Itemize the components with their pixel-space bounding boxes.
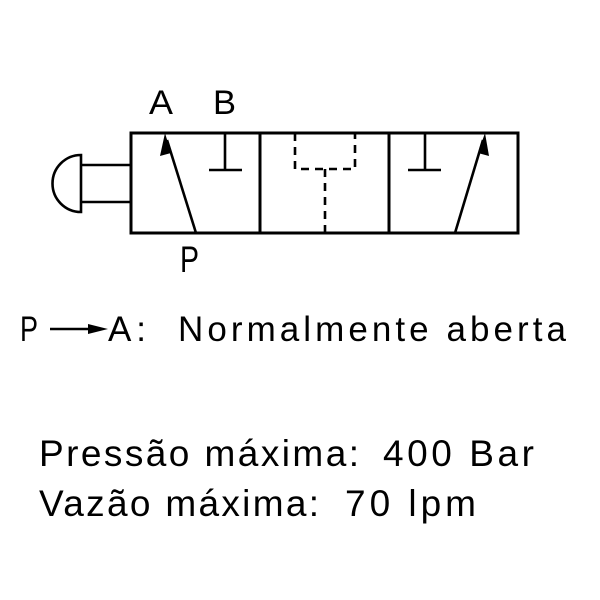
max-flow-label: Vazão máxima: — [39, 483, 319, 524]
max-pressure-value: 400 Bar — [383, 433, 534, 474]
flow-legend: P A: Normalmente aberta — [20, 310, 567, 349]
button-head-icon — [51, 153, 83, 214]
legend-arrowhead-icon — [88, 324, 108, 334]
legend-to: A: — [108, 310, 146, 349]
specs: Pressão máxima: 400 Bar Vazão máxima: 70… — [39, 433, 534, 524]
max-flow-value: 70 lpm — [345, 483, 476, 524]
dashed-connection-box — [293, 133, 357, 171]
port-label-a: A — [149, 84, 173, 122]
valve-position-2 — [293, 133, 357, 233]
flow-arrow-p-to-a-icon — [165, 139, 198, 234]
flow-arrow-icon — [453, 139, 485, 234]
legend-from: P — [20, 310, 38, 349]
port-label-p: P — [180, 239, 199, 280]
arrowhead-icon — [478, 133, 489, 156]
port-label-b: B — [213, 84, 236, 122]
legend-description: Normalmente aberta — [178, 310, 567, 349]
max-pressure-label: Pressão máxima: — [39, 433, 359, 474]
valve-position-3 — [408, 133, 489, 234]
arrowhead-icon — [160, 133, 171, 156]
valve-position-1 — [160, 133, 242, 234]
push-button-actuator — [51, 153, 131, 214]
